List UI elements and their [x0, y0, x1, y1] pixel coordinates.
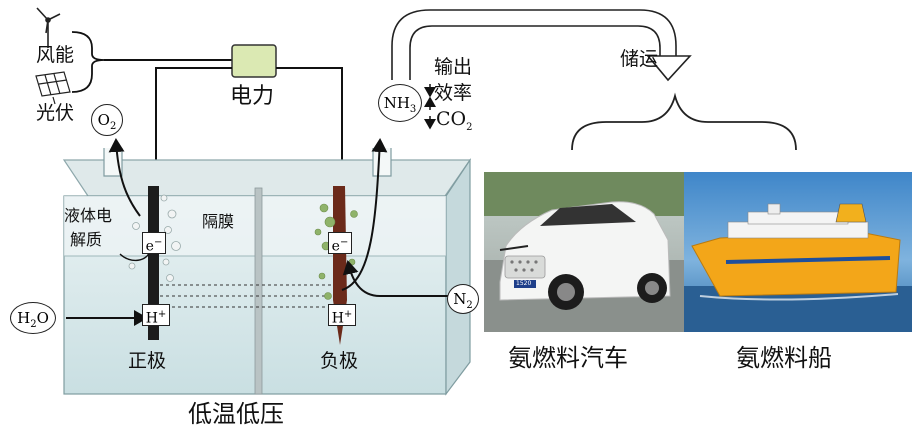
- power-box: [231, 44, 277, 78]
- n2-bubble: N2: [447, 284, 479, 314]
- ammonia-car-photo: [484, 172, 684, 332]
- car-caption: 氨燃料汽车: [508, 344, 628, 372]
- nh3-bubble: NH3: [378, 84, 422, 122]
- electron-box-negative: e−: [328, 232, 352, 255]
- solar-panel-icon: [35, 71, 71, 105]
- car-plate: 1520: [516, 280, 532, 287]
- solar-label: 光伏: [36, 102, 75, 124]
- wind-label: 风能: [36, 44, 75, 66]
- electrolyte-label-2: 解质: [70, 230, 103, 249]
- h2o-bubble: H2O: [10, 302, 56, 334]
- o2-bubble: O2: [91, 104, 123, 136]
- negative-electrode-label: 负极: [320, 350, 359, 372]
- proton-box-negative: H+: [328, 304, 356, 327]
- co2-label: CO2: [436, 108, 473, 133]
- proton-box-positive: H+: [142, 304, 170, 327]
- power-label: 电力: [230, 84, 275, 109]
- distribution-brace: [571, 92, 797, 151]
- efficiency-label: 效率: [434, 82, 473, 104]
- electrolyte-label-1: 液体电: [64, 206, 113, 225]
- positive-electrode-label: 正极: [128, 350, 167, 372]
- storage-transport-label: 储运: [620, 48, 659, 70]
- ammonia-ship-photo: [684, 172, 912, 332]
- wind-turbine-icon: [36, 7, 61, 48]
- electrolysis-tank: [62, 158, 472, 396]
- ship-caption: 氨燃料船: [736, 344, 832, 372]
- condition-label: 低温低压: [188, 400, 284, 428]
- positive-electrode: [148, 186, 159, 340]
- membrane: [254, 187, 263, 395]
- electron-box-positive: e−: [142, 232, 166, 255]
- membrane-label: 隔膜: [202, 212, 235, 231]
- output-label: 输出: [434, 56, 473, 78]
